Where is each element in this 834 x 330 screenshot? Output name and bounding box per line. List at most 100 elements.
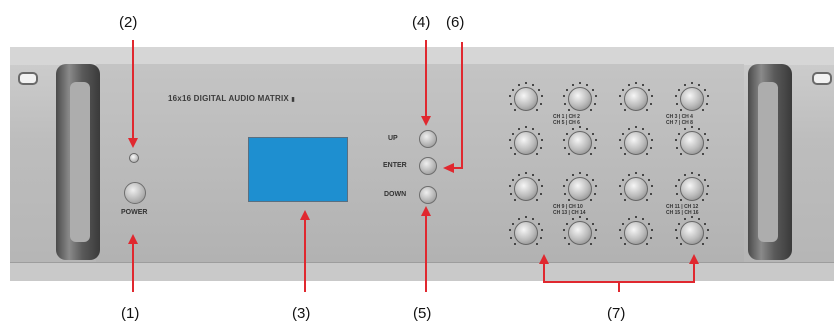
knob-scale-tick	[509, 139, 512, 142]
knob-scale-tick	[678, 222, 681, 225]
knob-scale-tick	[509, 229, 512, 232]
knob-scale-tick	[683, 217, 686, 220]
knob-cap	[624, 221, 648, 245]
knob-scale-tick	[679, 243, 682, 246]
knob-scale-tick	[691, 172, 693, 174]
knob-scale-tick	[525, 172, 527, 174]
knob-scale-tick	[571, 83, 574, 86]
knob-scale-tick	[537, 222, 540, 225]
knob-scale-tick	[675, 229, 678, 232]
knob-scale-tick	[702, 243, 705, 246]
knob-scale-tick	[537, 132, 540, 135]
volume-knob-9[interactable]	[508, 170, 544, 206]
knob-cap	[624, 131, 648, 155]
knob-scale-tick	[540, 185, 543, 188]
volume-knob-2[interactable]	[562, 80, 598, 116]
knob-scale-tick	[622, 88, 625, 91]
volume-knob-5[interactable]	[508, 124, 544, 160]
knob-scale-tick	[706, 185, 709, 188]
knob-scale-tick	[517, 217, 520, 220]
volume-knob-7[interactable]	[618, 124, 654, 160]
knob-scale-tick	[691, 126, 693, 128]
knob-scale-tick	[594, 95, 597, 98]
knob-scale-tick	[579, 126, 581, 128]
knob-scale-tick	[536, 243, 539, 246]
enter-label: ENTER	[383, 162, 407, 169]
knob-scale-tick	[563, 229, 566, 232]
knob-scale-tick	[650, 192, 653, 195]
knob-scale-tick	[525, 216, 527, 218]
knob-scale-tick	[675, 192, 678, 195]
knob-scale-tick	[675, 185, 678, 188]
knob-scale-tick	[566, 88, 569, 91]
knob-scale-tick	[647, 222, 650, 225]
power-button[interactable]	[124, 182, 146, 204]
knob-scale-tick	[591, 88, 594, 91]
knob-scale-tick	[536, 153, 539, 156]
knob-scale-tick	[619, 185, 622, 188]
knob-scale-tick	[591, 178, 594, 181]
volume-knob-15[interactable]	[618, 214, 654, 250]
knob-scale-tick	[703, 132, 706, 135]
knob-scale-tick	[591, 222, 594, 225]
knob-scale-tick	[698, 217, 701, 220]
knob-scale-tick	[540, 146, 543, 149]
volume-knob-16[interactable]	[674, 214, 710, 250]
volume-knob-1[interactable]	[508, 80, 544, 116]
knob-scale-tick	[650, 139, 653, 142]
knob-scale-tick	[509, 236, 512, 239]
knob-scale-tick	[509, 192, 512, 195]
volume-knob-11[interactable]	[618, 170, 654, 206]
knob-scale-tick	[706, 95, 709, 98]
volume-knob-10[interactable]	[562, 170, 598, 206]
callout-6: (6)	[446, 14, 465, 31]
knob-scale-tick	[532, 83, 535, 86]
knob-scale-tick	[619, 95, 622, 98]
knob-scale-tick	[702, 153, 705, 156]
knob-scale-tick	[650, 229, 653, 232]
knob-scale-tick	[517, 127, 520, 130]
volume-knob-6[interactable]	[562, 124, 598, 160]
knob-scale-tick	[512, 132, 515, 135]
volume-knob-8[interactable]	[674, 124, 710, 160]
knob-scale-tick	[627, 217, 630, 220]
knob-scale-tick	[642, 83, 645, 86]
volume-knob-3[interactable]	[618, 80, 654, 116]
knob-scale-tick	[586, 173, 589, 176]
up-button[interactable]	[419, 130, 437, 148]
knob-scale-tick	[566, 222, 569, 225]
callout-7: (7)	[607, 305, 626, 322]
knob-cap	[514, 87, 538, 111]
knob-scale-tick	[540, 229, 543, 232]
enter-button[interactable]	[419, 157, 437, 175]
knob-scale-tick	[591, 132, 594, 135]
knob-scale-tick	[579, 82, 581, 84]
knob-cap	[680, 221, 704, 245]
knob-scale-tick	[571, 173, 574, 176]
volume-knob-13[interactable]	[508, 214, 544, 250]
volume-knob-4[interactable]	[674, 80, 710, 116]
knob-scale-tick	[509, 95, 512, 98]
knob-scale-tick	[706, 146, 709, 149]
knob-scale-tick	[525, 82, 527, 84]
knob-scale-tick	[525, 126, 527, 128]
volume-knob-14[interactable]	[562, 214, 598, 250]
knob-scale-tick	[540, 236, 543, 239]
knob-scale-tick	[536, 109, 539, 112]
knob-scale-tick	[567, 153, 570, 156]
lcd-display	[248, 137, 348, 202]
volume-knob-12[interactable]	[674, 170, 710, 206]
knob-scale-tick	[683, 127, 686, 130]
knob-cap	[680, 87, 704, 111]
knob-scale-tick	[647, 132, 650, 135]
down-button[interactable]	[419, 186, 437, 204]
knob-scale-tick	[706, 139, 709, 142]
knob-scale-tick	[509, 185, 512, 188]
callout-3: (3)	[292, 305, 311, 322]
knob-scale-tick	[594, 146, 597, 149]
knob-scale-tick	[563, 146, 566, 149]
knob-scale-tick	[679, 153, 682, 156]
